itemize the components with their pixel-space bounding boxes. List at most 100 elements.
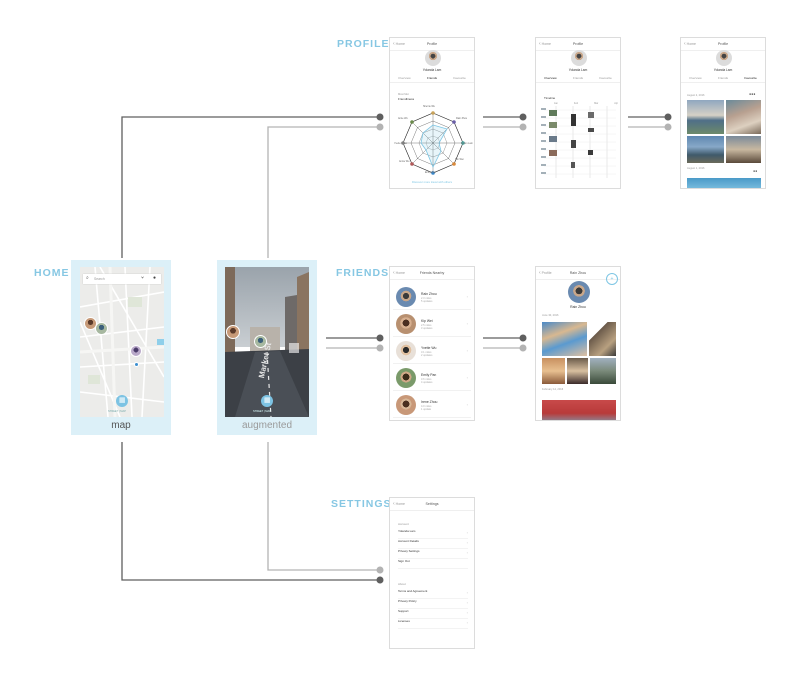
profile-screen-radar[interactable]: ‹Home Profile Yolanda Lam Overview Frien… — [389, 37, 475, 189]
radar-name-bottom-right: Tim Wei — [455, 158, 464, 161]
tab-friends-3[interactable]: Friends — [717, 76, 728, 80]
settings-item-privacy-policy[interactable]: Privacy Policy› — [398, 599, 468, 609]
tab-overview-2[interactable]: Overview — [544, 76, 557, 80]
profile-screen-timeline[interactable]: ‹Home Profile Yolanda Lam Overview Frien… — [535, 37, 621, 189]
detail-date-2: February 14, 2016 — [542, 388, 564, 391]
add-friend-icon[interactable]: + — [606, 273, 618, 285]
chevron-right-icon-s1: › — [466, 530, 468, 535]
screen-title: Profile — [426, 42, 438, 46]
map-side-badge[interactable] — [157, 339, 164, 345]
chevron-right-icon-s4: › — [466, 590, 468, 595]
caption-map: map — [111, 420, 131, 431]
timeline-label: Timeline — [544, 96, 556, 100]
settings-item-licenses[interactable]: Licenses› — [398, 619, 468, 629]
radar-name-top-right: Rain Zhou — [456, 117, 468, 120]
chevron-left-icon-2: ‹ — [539, 41, 541, 47]
aug-street-map-toggle[interactable]: STREET | MAP — [253, 410, 271, 413]
connector-map-settings — [121, 442, 380, 581]
map-friend-avatar-2[interactable] — [95, 322, 108, 335]
fav-photo-2[interactable] — [726, 100, 761, 134]
friend-name-3: Yvette Wu — [421, 346, 437, 350]
chevron-right-icon-5: › — [466, 402, 468, 407]
filter-icon[interactable]: ⑂ — [141, 275, 145, 281]
detail-photo-4[interactable] — [567, 358, 588, 384]
chevron-right-icon-s7: › — [466, 620, 468, 625]
section-most-met: Most Met — [398, 93, 409, 96]
label-settings: SETTINGS — [331, 498, 392, 510]
share-icons[interactable]: ●●● — [749, 92, 756, 96]
search-input[interactable]: Search — [94, 277, 105, 281]
tab-favourite[interactable]: Favourite — [453, 76, 466, 80]
detail-back-button[interactable]: ‹Profile — [539, 270, 552, 276]
profile-name: Yolanda Lam — [422, 68, 442, 72]
aug-friend-avatar-1[interactable] — [226, 325, 240, 339]
profile-screen-favourite[interactable]: ‹Home Profile Yolanda Lam Overview Frien… — [680, 37, 766, 189]
fav-photo-3[interactable] — [687, 136, 724, 163]
detail-photo-2[interactable] — [589, 322, 616, 356]
chevron-right-icon-s5: › — [466, 600, 468, 605]
settings-item-user[interactable]: Yolanda Lam› — [398, 529, 468, 539]
detail-photo-1[interactable] — [542, 322, 587, 356]
radar-name-right: Kelvin Lam — [461, 142, 473, 145]
center-menu-button[interactable] — [116, 395, 128, 407]
discover-link[interactable]: Discover more travel with others — [412, 180, 452, 184]
caption-augmented: augmented — [241, 420, 293, 431]
settings-item-account-details[interactable]: Account Details› — [398, 539, 468, 549]
tab-friends-2[interactable]: Friends — [572, 76, 583, 80]
connector-aug-settings — [267, 442, 380, 571]
friend-avatar-5 — [396, 395, 416, 415]
friends-list-screen[interactable]: ‹Home Friends Nearby Rain Zhou 2.3 miles… — [389, 266, 475, 421]
aug-friend-avatar-2[interactable] — [254, 335, 267, 348]
settings-back-button[interactable]: ‹Home — [393, 501, 406, 507]
augmented-screen[interactable]: Market St ▦ STREET | MAP — [225, 267, 309, 417]
friend-avatar-2 — [396, 314, 416, 334]
settings-item-privacy-settings[interactable]: Privacy Settings› — [398, 549, 468, 559]
detail-photo-6[interactable] — [542, 400, 616, 420]
aug-center-menu-button[interactable] — [261, 395, 273, 407]
tab-overview[interactable]: Overview — [398, 76, 411, 80]
back-button[interactable]: ‹Home — [393, 41, 406, 47]
fav-photo-5[interactable] — [687, 178, 761, 188]
friend-avatar-3 — [396, 341, 416, 361]
fav-photo-4[interactable] — [726, 136, 761, 163]
detail-name: Rain Zhou — [570, 305, 586, 309]
tab-overview-3[interactable]: Overview — [689, 76, 702, 80]
friend-detail-screen[interactable]: ‹Profile Rain Zhou + Rain Zhou June 30, … — [535, 266, 621, 421]
tab-favourite-3[interactable]: Favourite — [744, 76, 757, 80]
street-map-toggle[interactable]: STREET | MAP — [108, 410, 126, 413]
friends-title: Friends Nearby — [419, 271, 445, 275]
share-icons-2[interactable]: ●● — [753, 169, 758, 173]
user-icon[interactable]: ● — [153, 275, 157, 281]
chevron-right-icon-s3: › — [466, 550, 468, 555]
tab-friends[interactable]: Friends — [426, 76, 437, 80]
month-2: Feb — [573, 102, 579, 105]
month-1: Jan — [554, 102, 558, 105]
profile-name-3: Yolanda Lam — [713, 68, 733, 72]
detail-photo-5[interactable] — [590, 358, 616, 384]
map-screen[interactable]: ⌕ Search ⑂ ● ▦ STREET | MAP — [80, 267, 164, 417]
detail-photo-3[interactable] — [542, 358, 565, 384]
settings-item-sign-out[interactable]: Sign Out — [398, 559, 468, 569]
settings-item-support[interactable]: Support› — [398, 609, 468, 619]
profile-avatar — [425, 50, 441, 66]
friend-name-4: Emily Pan — [421, 373, 437, 377]
search-bar[interactable]: ⌕ Search ⑂ ● — [83, 274, 161, 284]
settings-item-terms[interactable]: Terms and Agreement› — [398, 589, 468, 599]
tab-favourite-2[interactable]: Favourite — [599, 76, 612, 80]
chevron-right-icon-s2: › — [466, 540, 468, 545]
screen-title-3: Profile — [717, 42, 729, 46]
back-button-3[interactable]: ‹Home — [684, 41, 697, 47]
map-friend-avatar-3[interactable] — [130, 345, 142, 357]
back-button-2[interactable]: ‹Home — [539, 41, 552, 47]
settings-screen[interactable]: ‹Home Settings Account Yolanda Lam› Acco… — [389, 497, 475, 649]
fav-photo-1[interactable] — [687, 100, 724, 134]
friends-back-button[interactable]: ‹Home — [393, 270, 406, 276]
connector-map-profile — [121, 116, 380, 258]
